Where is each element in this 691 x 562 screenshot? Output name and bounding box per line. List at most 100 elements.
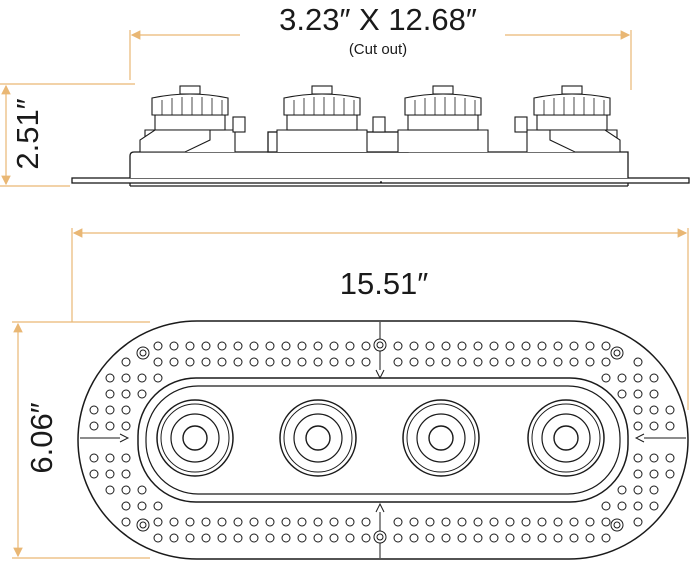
perforation-hole [633, 485, 643, 495]
perforation-hole [537, 517, 547, 527]
perforation-hole [153, 341, 163, 351]
perforation-hole [201, 341, 211, 351]
perforation-hole [361, 341, 371, 351]
perforation-hole [345, 357, 355, 367]
recess-outer [137, 377, 629, 503]
perforation-hole [505, 357, 515, 367]
perforation-hole [265, 341, 275, 351]
clip-3 [514, 116, 528, 133]
perforation-hole [105, 405, 115, 415]
perforation-hole [649, 469, 659, 479]
perforation-hole [105, 469, 115, 479]
perforation-hole [633, 469, 643, 479]
perforation-hole [409, 517, 419, 527]
recess-inner [145, 385, 621, 495]
perforation-hole [441, 517, 451, 527]
perforation-hole [521, 357, 531, 367]
perforation-hole [121, 469, 131, 479]
perforation-hole [569, 533, 579, 543]
perforation-hole [329, 341, 339, 351]
perforation-hole [89, 421, 99, 431]
perforation-hole [601, 357, 611, 367]
perforation-hole [121, 501, 131, 511]
perforation-hole [121, 453, 131, 463]
perforation-hole [665, 405, 675, 415]
perforation-hole [601, 517, 611, 527]
perforation-hole [265, 517, 275, 527]
perforation-hole [105, 485, 115, 495]
perforation-hole [153, 357, 163, 367]
perforation-hole [537, 357, 547, 367]
perforation-hole [489, 517, 499, 527]
perforation-hole [249, 341, 259, 351]
perforation-hole [521, 533, 531, 543]
perforation-hole [665, 469, 675, 479]
perforation-hole [121, 405, 131, 415]
perforation-hole [553, 357, 563, 367]
perforation-hole [217, 533, 227, 543]
perforation-hole [313, 357, 323, 367]
perforation-hole [489, 533, 499, 543]
perforation-hole [313, 341, 323, 351]
led-module-side-2 [276, 85, 368, 152]
led-lens-1 [156, 399, 234, 477]
perforation-hole [585, 341, 595, 351]
perforation-hole [281, 357, 291, 367]
perforation-hole [297, 517, 307, 527]
perforation-hole [633, 373, 643, 383]
perforation-hole [281, 341, 291, 351]
perforation-hole [121, 485, 131, 495]
perforation-hole [649, 485, 659, 495]
perforation-hole [313, 533, 323, 543]
perforation-hole [329, 357, 339, 367]
perforation-hole [345, 341, 355, 351]
clip-2 [372, 116, 386, 133]
cutout-dimension-label: 3.23″ X 12.68″ [279, 2, 477, 37]
perforation-hole [409, 341, 419, 351]
perforation-hole [297, 341, 307, 351]
perforation-hole [201, 533, 211, 543]
perforation-hole [473, 533, 483, 543]
perforation-hole [361, 533, 371, 543]
perforation-hole [137, 389, 147, 399]
perforation-hole [217, 517, 227, 527]
perforation-hole [457, 533, 467, 543]
perforation-hole [185, 533, 195, 543]
clip-1 [232, 116, 246, 133]
perforation-hole [329, 533, 339, 543]
perforation-hole [633, 517, 643, 527]
perforation-hole [233, 357, 243, 367]
perforation-hole [425, 341, 435, 351]
perforation-hole [585, 517, 595, 527]
perforation-hole [633, 453, 643, 463]
perforation-hole [137, 485, 147, 495]
perforation-hole [153, 373, 163, 383]
perforation-hole [633, 389, 643, 399]
perforation-hole [617, 373, 627, 383]
perforation-hole [601, 501, 611, 511]
perforation-hole [553, 533, 563, 543]
perforation-hole [121, 357, 131, 367]
perforation-hole [297, 533, 307, 543]
led-lens-3 [402, 399, 480, 477]
perforation-hole [265, 357, 275, 367]
perforation-hole [297, 357, 307, 367]
perforation-hole [505, 517, 515, 527]
perforation-hole [537, 533, 547, 543]
perforation-hole [345, 517, 355, 527]
top-view: 15.51″ 6.06″ [12, 228, 689, 560]
perforation-hole [601, 533, 611, 543]
perforation-hole [105, 453, 115, 463]
perforation-hole [601, 341, 611, 351]
perforation-hole [345, 533, 355, 543]
perforation-hole [233, 533, 243, 543]
perforation-hole [137, 373, 147, 383]
perforation-hole [633, 405, 643, 415]
width-dimension [12, 321, 150, 559]
perforation-hole [441, 341, 451, 351]
perforation-hole [153, 517, 163, 527]
perforation-hole [105, 373, 115, 383]
perforation-hole [441, 533, 451, 543]
perforation-hole [633, 421, 643, 431]
perforation-hole [89, 453, 99, 463]
